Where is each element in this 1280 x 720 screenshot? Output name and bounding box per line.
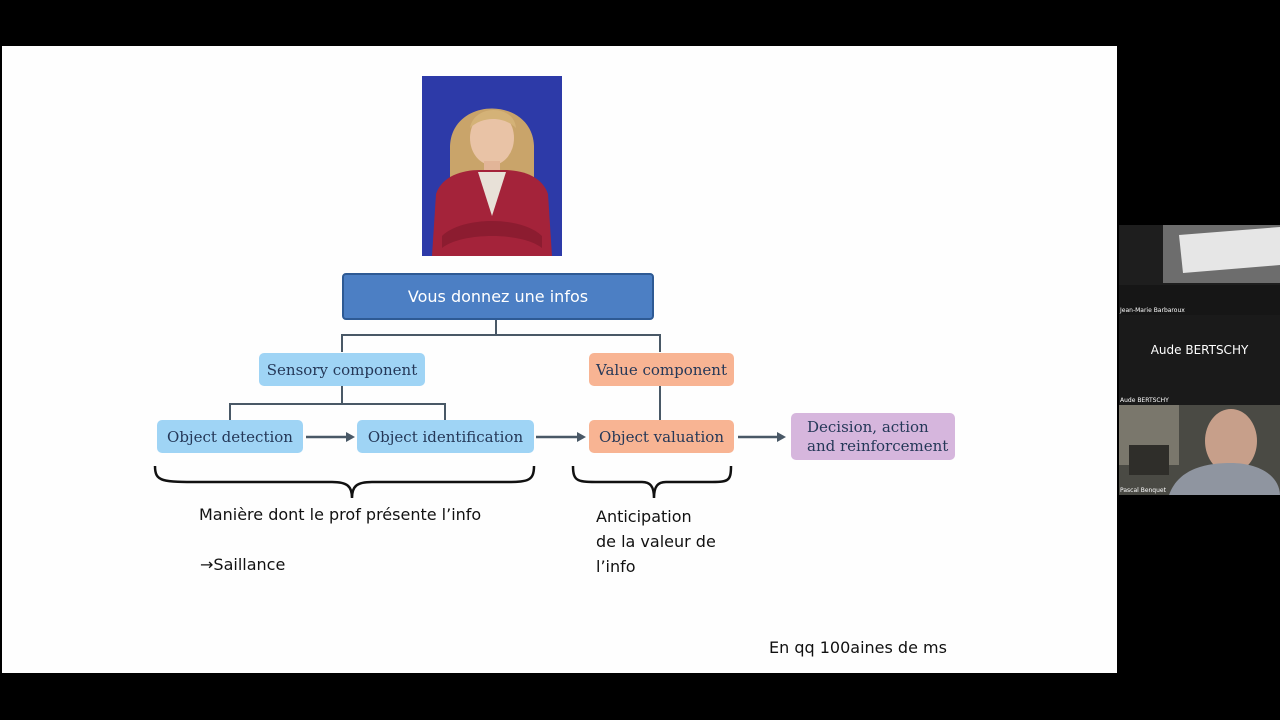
sensory-component-node: Sensory component (259, 353, 425, 386)
note-left: Manière dont le prof présente l’info (199, 505, 482, 524)
participant-tile-3[interactable]: Pascal Benquet (1119, 405, 1280, 495)
participant-center-label: Aude BERTSCHY (1150, 343, 1249, 357)
curly-braces (153, 465, 733, 499)
root-node: Vous donnez une infos (342, 273, 654, 320)
participant-video-1 (1119, 225, 1280, 315)
participant-name: Jean-Marie Barbaroux (1120, 307, 1185, 314)
anticipation-note: Anticipation de la valeur de l’info (596, 504, 716, 579)
participant-tile-2[interactable]: Aude BERTSCHY Aude BERTSCHY (1119, 315, 1280, 405)
participant-name: Pascal Benquet (1120, 487, 1166, 494)
participant-name: Aude BERTSCHY (1120, 397, 1169, 404)
decision-node: Decision, action and reinforcement (791, 413, 955, 460)
participant-video-3 (1119, 405, 1280, 495)
anticipation-line: l’info (596, 557, 636, 576)
object-detection-node: Object detection (157, 420, 303, 453)
portrait-illustration (422, 76, 562, 256)
object-valuation-node: Object valuation (589, 420, 734, 453)
decision-line-1: Decision, action (807, 417, 929, 436)
decision-line-2: and reinforcement (807, 436, 949, 455)
object-identification-node: Object identification (357, 420, 534, 453)
timing-note: En qq 100aines de ms (769, 638, 947, 657)
presentation-slide: Vous donnez une infos Sensory component … (2, 46, 1117, 673)
diagram-connectors (153, 320, 786, 499)
participant-tile-1[interactable]: Jean-Marie Barbaroux (1119, 225, 1280, 315)
presenter-portrait (422, 76, 562, 256)
saillance-note: →Saillance (200, 555, 286, 574)
anticipation-line: Anticipation (596, 507, 692, 526)
anticipation-line: de la valeur de (596, 532, 716, 551)
value-component-node: Value component (589, 353, 734, 386)
